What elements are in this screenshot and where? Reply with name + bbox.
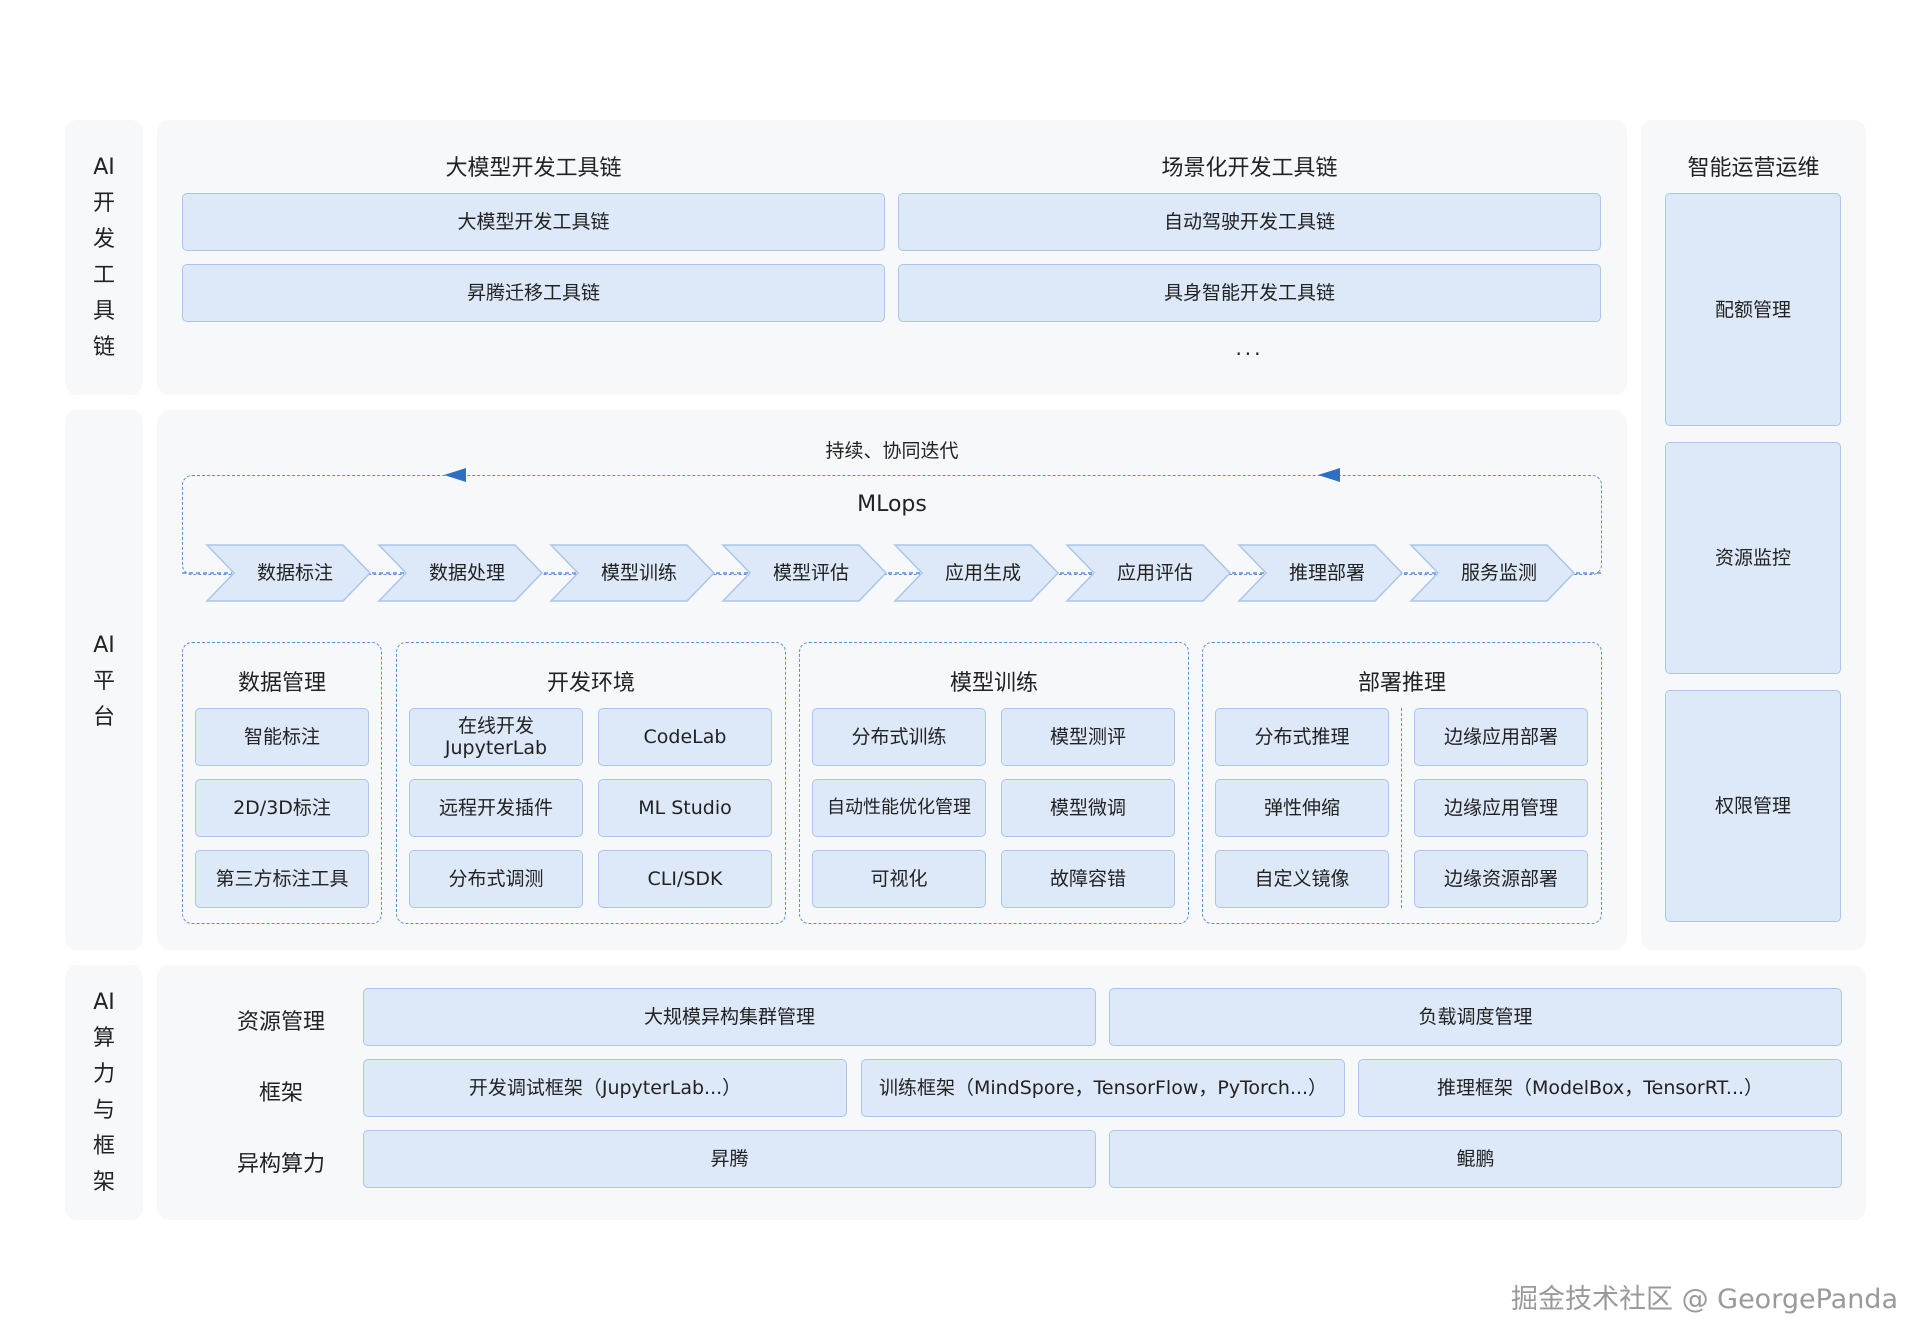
compute-item-load-scheduling: 负载调度管理 <box>1109 988 1842 1046</box>
llm-toolchain-box: 大模型开发工具链 <box>182 193 885 251</box>
mlops-step-label: 服务监测 <box>1460 562 1537 584</box>
toolchain-ellipsis: ... <box>1235 336 1264 360</box>
training-item-distributed: 分布式训练 <box>812 708 986 766</box>
layer-label-panel-devtools <box>65 120 143 395</box>
permission-management-box: 权限管理 <box>1665 690 1841 922</box>
layer-label-panel-platform <box>65 410 143 950</box>
devenv-item-ml-studio: ML Studio <box>598 779 772 837</box>
hetero-item-kunpeng: 鲲鹏 <box>1109 1130 1842 1188</box>
deploy-inference-group <box>1202 642 1602 924</box>
row-label-resource-management: 资源管理 <box>236 1010 325 1035</box>
autonomous-driving-toolchain-box: 自动驾驶开发工具链 <box>898 193 1601 251</box>
framework-item-training: 训练框架（MindSpore，TensorFlow，PyTorch...） <box>861 1059 1345 1117</box>
data-item-third-party-tools: 第三方标注工具 <box>195 850 369 908</box>
deploy-inference-divider <box>1401 708 1402 908</box>
deploy-item-elastic-scaling: 弹性伸缩 <box>1215 779 1389 837</box>
training-item-finetune: 模型微调 <box>1001 779 1175 837</box>
deploy-item-edge-app-manage: 边缘应用管理 <box>1414 779 1588 837</box>
resource-monitoring-box: 资源监控 <box>1665 442 1841 674</box>
watermark: 掘金技术社区 @ GeorgePanda <box>1510 1284 1898 1315</box>
scene-toolchain-title: 场景化开发工具链 <box>1161 156 1338 181</box>
mlops-step-label: 模型评估 <box>772 562 849 584</box>
devenv-item-online-jupyterlab: 在线开发 JupyterLab <box>409 708 583 766</box>
dev-environment-title: 开发环境 <box>546 671 635 696</box>
hetero-item-ascend: 昇腾 <box>363 1130 1096 1188</box>
deploy-item-distributed-inference: 分布式推理 <box>1215 708 1389 766</box>
deploy-item-edge-app-deploy: 边缘应用部署 <box>1414 708 1588 766</box>
llm-toolchain-title: 大模型开发工具链 <box>445 156 622 181</box>
training-item-auto-perf: 自动性能优化管理 <box>812 779 986 837</box>
model-training-group <box>799 642 1189 924</box>
deploy-inference-title: 部署推理 <box>1357 671 1446 696</box>
dev-environment-group <box>396 642 786 924</box>
framework-item-dev-debug: 开发调试框架（JupyterLab...） <box>363 1059 847 1117</box>
mlops-step-label: 推理部署 <box>1288 562 1365 584</box>
training-item-fault-tolerance: 故障容错 <box>1001 850 1175 908</box>
deploy-item-custom-image: 自定义镜像 <box>1215 850 1389 908</box>
devenv-item-remote-plugin: 远程开发插件 <box>409 779 583 837</box>
devenv-item-codelab: CodeLab <box>598 708 772 766</box>
ascend-migration-toolchain-box: 昇腾迁移工具链 <box>182 264 885 322</box>
framework-item-inference: 推理框架（ModelBox，TensorRT...） <box>1358 1059 1842 1117</box>
mlops-step-label: 数据标注 <box>256 562 333 584</box>
quota-management-box: 配额管理 <box>1665 193 1841 426</box>
devenv-item-distributed-debug: 分布式调测 <box>409 850 583 908</box>
mlops-step-label: 应用评估 <box>1116 562 1193 584</box>
row-label-framework: 框架 <box>258 1081 303 1106</box>
devenv-item-cli-sdk: CLI/SDK <box>598 850 772 908</box>
mlops-step-label: 模型训练 <box>600 562 677 584</box>
compute-item-cluster-management: 大规模异构集群管理 <box>363 988 1096 1046</box>
mlops-loop-border <box>182 475 1602 575</box>
training-item-visualization: 可视化 <box>812 850 986 908</box>
data-item-2d3d-labeling: 2D/3D标注 <box>195 779 369 837</box>
mlops-loop-label: 持续、协同迭代 <box>825 440 959 462</box>
mlops-step-label: 数据处理 <box>428 562 505 584</box>
training-item-evaluation: 模型测评 <box>1001 708 1175 766</box>
model-training-title: 模型训练 <box>949 671 1038 696</box>
row-label-heterogeneous-compute: 异构算力 <box>236 1152 325 1177</box>
data-management-group <box>182 642 382 924</box>
embodied-ai-toolchain-box: 具身智能开发工具链 <box>898 264 1601 322</box>
mlops-title: MLops <box>857 492 927 517</box>
data-item-smart-labeling: 智能标注 <box>195 708 369 766</box>
ops-title: 智能运营运维 <box>1687 156 1820 181</box>
mlops-step-label: 应用生成 <box>944 562 1021 584</box>
layer-label-panel-compute <box>65 965 143 1220</box>
deploy-item-edge-resource-deploy: 边缘资源部署 <box>1414 850 1588 908</box>
toolchain-panel <box>157 120 1627 395</box>
data-management-title: 数据管理 <box>237 671 326 696</box>
